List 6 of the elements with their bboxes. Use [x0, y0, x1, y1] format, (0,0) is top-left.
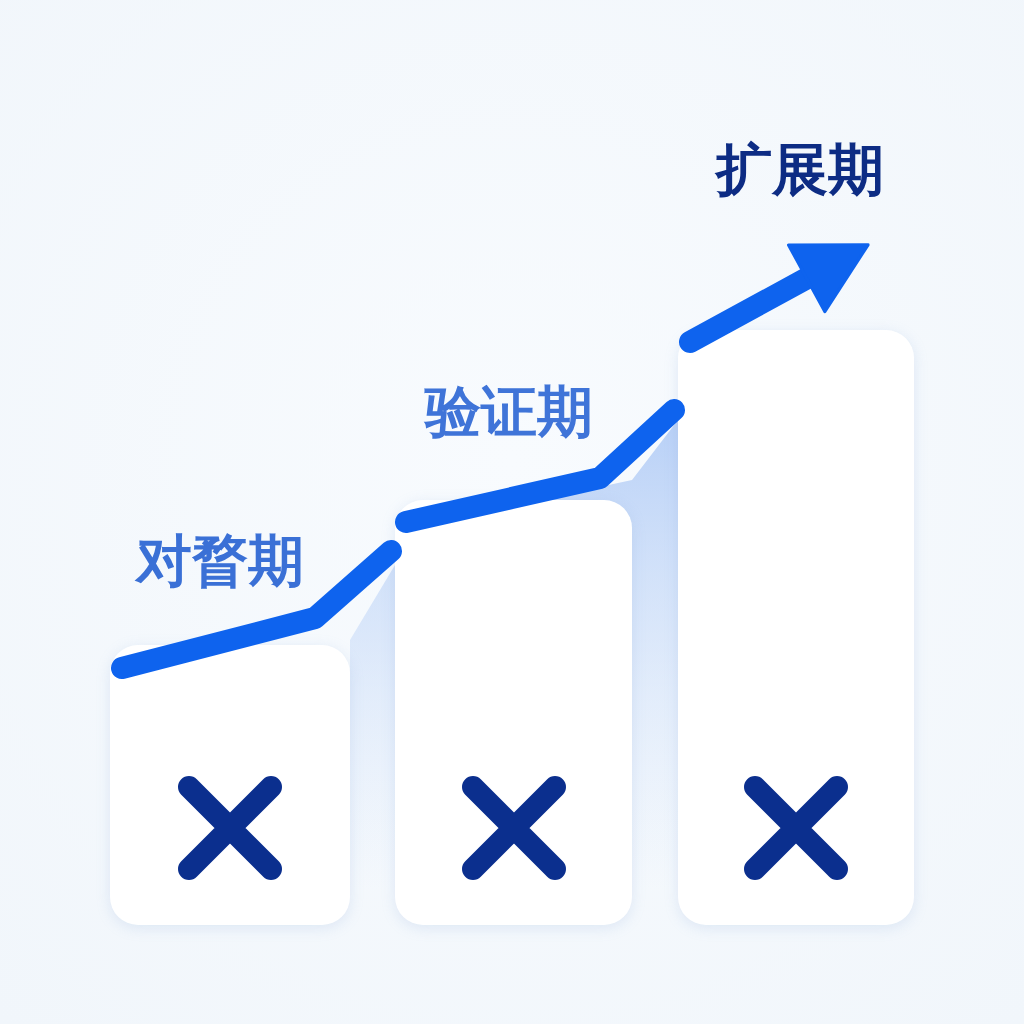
stage-heading: 扩展期: [716, 139, 884, 201]
arrow: [679, 243, 870, 353]
stage-heading: 对瞀期: [136, 530, 304, 592]
connector-line: [111, 540, 402, 679]
connector-line: [395, 399, 685, 533]
stage-heading: 验证期: [424, 381, 593, 443]
